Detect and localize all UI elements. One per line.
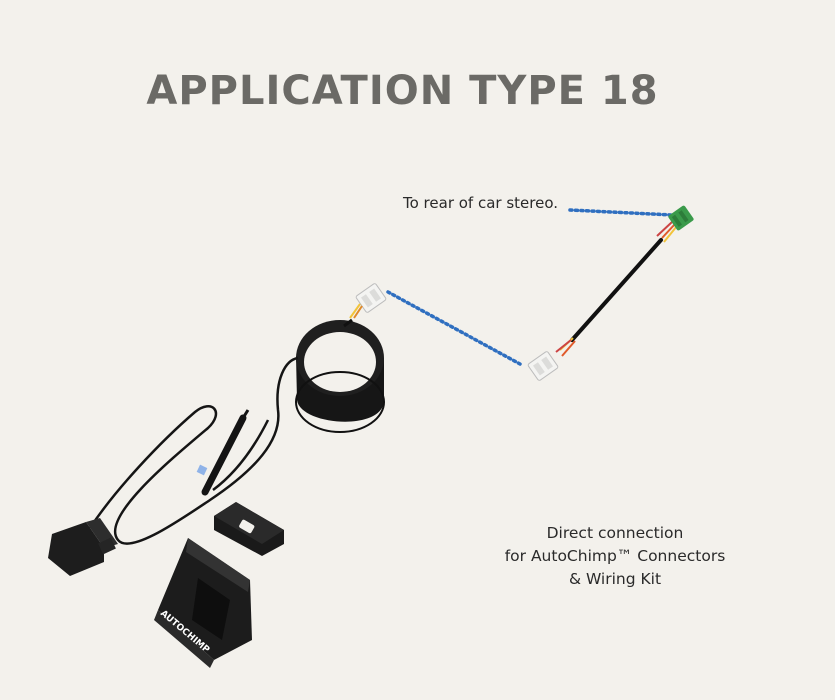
stereo-callout-label: To rear of car stereo. (403, 194, 559, 212)
camera-body (48, 518, 118, 576)
white-connector-coil (355, 283, 387, 313)
coiled-cable (295, 318, 385, 433)
camera-cable (88, 356, 299, 545)
stereo-harness (527, 205, 694, 381)
connection-callout-line (386, 290, 522, 366)
stereo-callout-line (568, 208, 674, 217)
page-title: APPLICATION TYPE 18 (146, 68, 659, 114)
caption-line-3: & Wiring Kit (568, 570, 662, 588)
green-connector (668, 205, 694, 231)
white-connector-harness (527, 351, 559, 381)
caption: Direct connection for AutoChimp™ Connect… (490, 522, 740, 591)
mount-pad (214, 502, 284, 556)
caption-line-2: for AutoChimp™ Connectors (504, 547, 726, 565)
sensor-probe (196, 409, 250, 496)
camera-bracket: AUTOCHIMP (154, 538, 252, 668)
caption-line-1: Direct connection (546, 524, 684, 542)
